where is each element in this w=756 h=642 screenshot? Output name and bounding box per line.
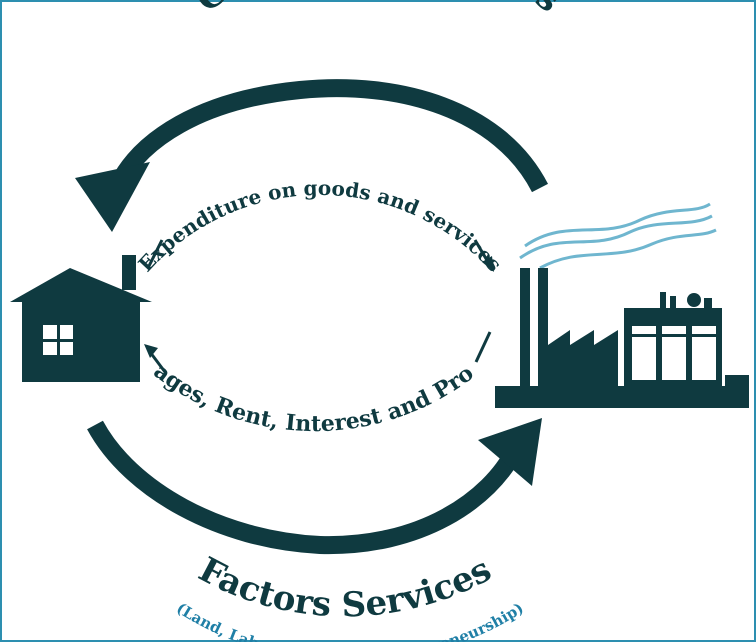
house-icon	[10, 255, 152, 382]
bottom-flow-arrow	[87, 418, 542, 555]
goods-and-services-label: Goods and Services	[189, 0, 568, 20]
factory-icon	[495, 202, 749, 408]
top-flow-arrow	[75, 79, 549, 232]
inner-top-arrow	[146, 239, 494, 272]
factors-services-label: Factors Services	[192, 550, 498, 626]
expenditure-label: Expenditure on goods and services	[133, 176, 506, 276]
inner-bottom-arrow	[144, 331, 492, 373]
